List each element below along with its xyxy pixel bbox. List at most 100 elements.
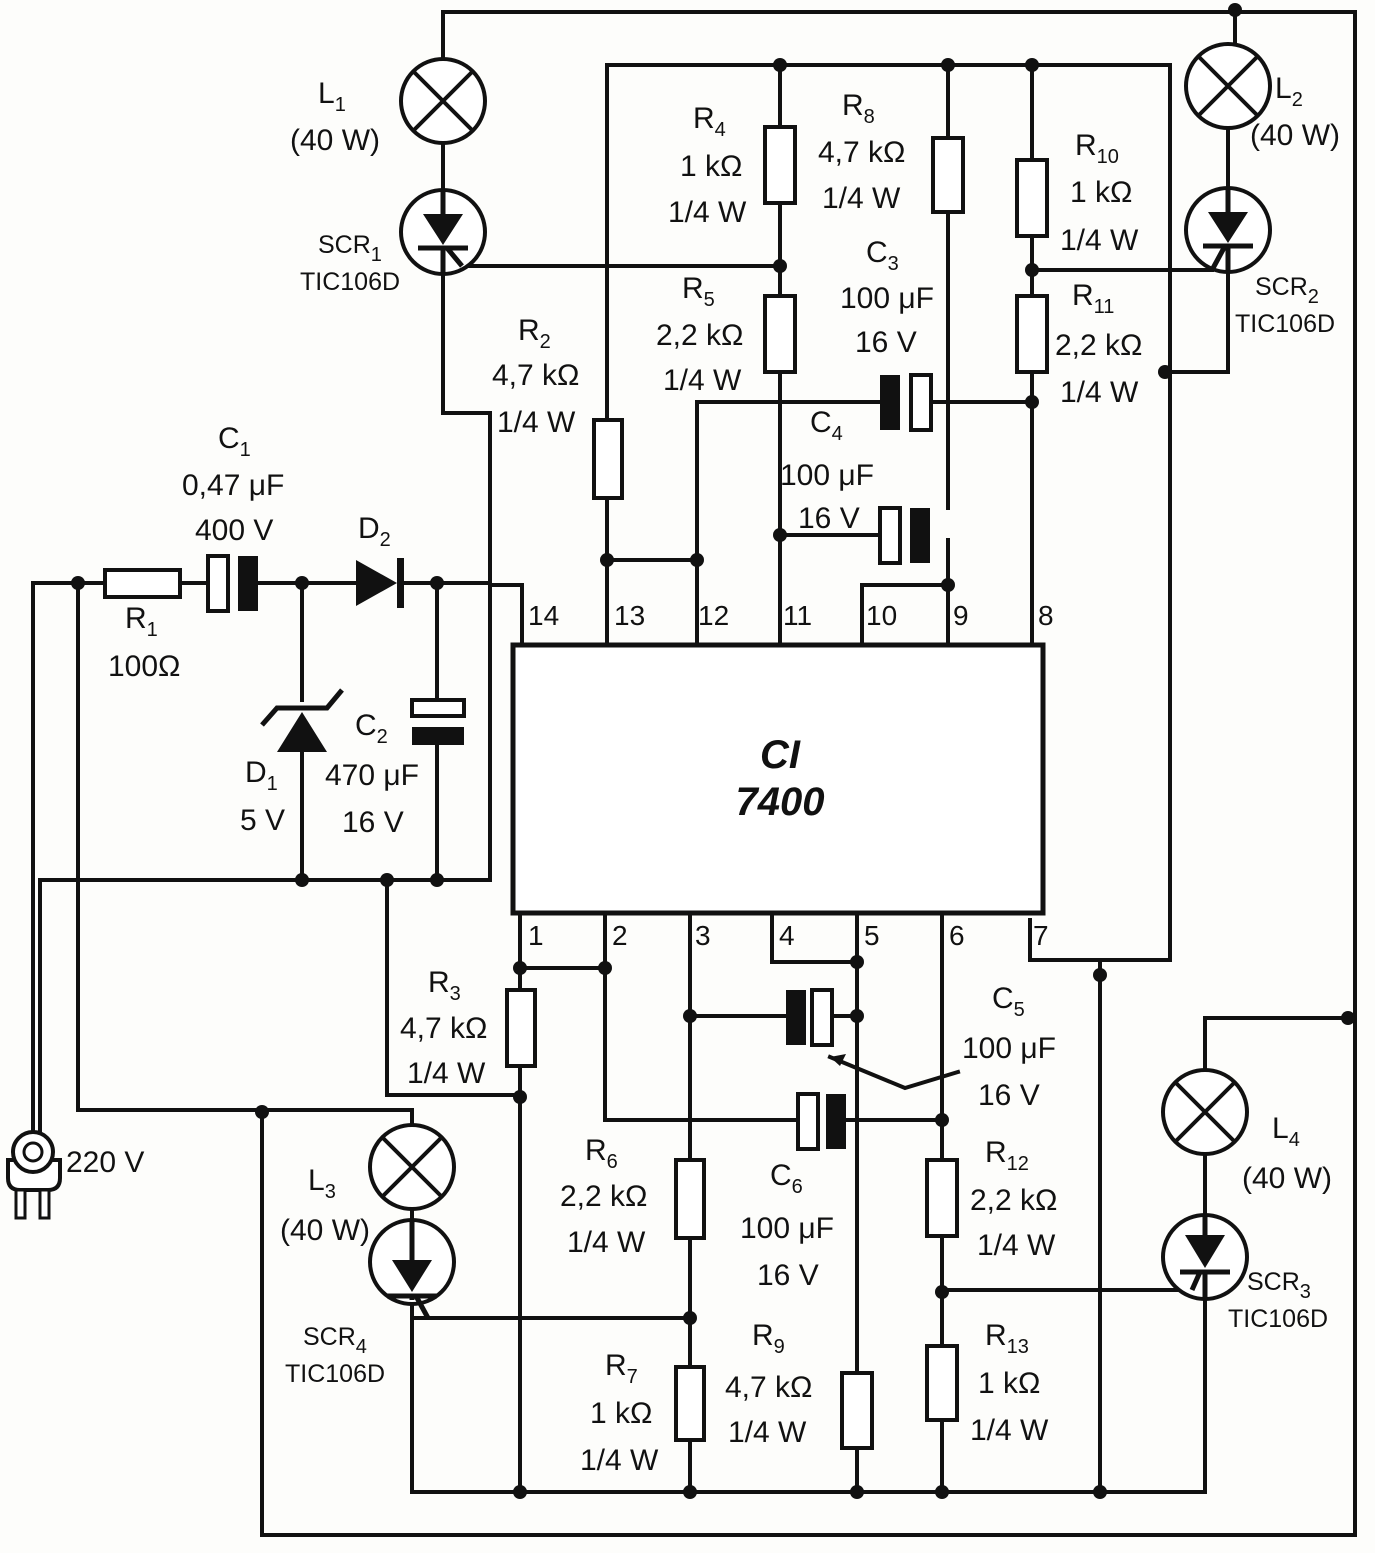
resistor-symbols bbox=[103, 125, 1049, 1450]
resistor-r12-symbol bbox=[925, 1158, 959, 1238]
diode-d2-symbol bbox=[356, 558, 404, 608]
capacitor-c1-symbol bbox=[206, 554, 258, 613]
label-c3: C3 bbox=[866, 236, 899, 275]
resistor-r4-symbol bbox=[763, 125, 797, 205]
scr2-symbol bbox=[1184, 186, 1272, 274]
label-scr2: SCR2 bbox=[1255, 273, 1319, 308]
value-c5-capacitance: 100 μF bbox=[962, 1032, 1056, 1065]
value-r9-power: 1/4 W bbox=[728, 1416, 807, 1449]
value-r10-resistance: 1 kΩ bbox=[1070, 176, 1132, 209]
value-c6-capacitance: 100 μF bbox=[740, 1212, 834, 1245]
pin-2: 2 bbox=[612, 920, 628, 951]
value-c4-voltage: 16 V bbox=[798, 502, 860, 535]
lamp-l1-symbol bbox=[399, 57, 487, 145]
value-r7-resistance: 1 kΩ bbox=[590, 1397, 652, 1430]
capacitor-c6-symbol bbox=[796, 1092, 846, 1151]
value-r6-power: 1/4 W bbox=[567, 1226, 646, 1259]
capacitor-c4-symbol bbox=[878, 506, 930, 565]
label-r5: R5 bbox=[682, 272, 715, 311]
capacitor-c5-symbol bbox=[786, 988, 834, 1047]
value-r4-power: 1/4 W bbox=[668, 196, 747, 229]
value-r11-power: 1/4 W bbox=[1060, 376, 1139, 409]
label-scr3: SCR3 bbox=[1247, 1268, 1311, 1303]
scr-symbols bbox=[368, 186, 1272, 1320]
label-r4: R4 bbox=[693, 102, 726, 141]
value-c3-voltage: 16 V bbox=[855, 326, 917, 359]
label-r11: R11 bbox=[1072, 279, 1114, 318]
resistor-r7-symbol bbox=[674, 1365, 706, 1442]
scr4-symbol bbox=[368, 1218, 456, 1320]
pin-3: 3 bbox=[695, 920, 711, 951]
pin-8: 8 bbox=[1038, 600, 1054, 631]
label-r12: R12 bbox=[985, 1136, 1029, 1175]
resistor-r10-symbol bbox=[1015, 158, 1049, 238]
value-r5-resistance: 2,2 kΩ bbox=[656, 319, 743, 352]
value-r13-power: 1/4 W bbox=[970, 1414, 1049, 1447]
capacitor-c2-symbol bbox=[410, 698, 466, 745]
resistor-r6-symbol bbox=[674, 1158, 706, 1240]
value-c1-voltage: 400 V bbox=[195, 514, 273, 547]
value-r13-resistance: 1 kΩ bbox=[978, 1367, 1040, 1400]
pin-1: 1 bbox=[528, 920, 544, 951]
value-c1-capacitance: 0,47 μF bbox=[182, 469, 284, 502]
label-l1: L1 bbox=[318, 77, 346, 116]
power-plug-icon bbox=[6, 1130, 62, 1220]
label-c1: C1 bbox=[218, 422, 251, 461]
lamp-l3-symbol bbox=[368, 1123, 456, 1211]
resistor-r5-symbol bbox=[763, 294, 797, 374]
value-r4-resistance: 1 kΩ bbox=[680, 150, 742, 183]
scr3-symbol bbox=[1161, 1213, 1249, 1301]
label-c2: C2 bbox=[355, 709, 388, 748]
value-l4: (40 W) bbox=[1242, 1162, 1332, 1195]
value-c4-capacitance: 100 μF bbox=[780, 459, 874, 492]
pin-14: 14 bbox=[528, 600, 559, 631]
label-c6: C6 bbox=[770, 1159, 803, 1198]
zener-d1-symbol bbox=[260, 688, 344, 752]
pin-4: 4 bbox=[779, 920, 795, 951]
pin-10: 10 bbox=[866, 600, 897, 631]
value-r6-resistance: 2,2 kΩ bbox=[560, 1180, 647, 1213]
value-scr1: TIC106D bbox=[300, 268, 400, 296]
label-l3: L3 bbox=[308, 1164, 336, 1203]
label-r7: R7 bbox=[605, 1349, 638, 1388]
value-r11-resistance: 2,2 kΩ bbox=[1055, 329, 1142, 362]
label-r10: R10 bbox=[1075, 129, 1119, 168]
label-d1: D1 bbox=[245, 756, 278, 795]
pin-5: 5 bbox=[864, 920, 880, 951]
diode-symbols bbox=[260, 558, 404, 752]
supply-voltage-label: 220 V bbox=[66, 1146, 144, 1179]
pin-9: 9 bbox=[953, 600, 969, 631]
pin-7: 7 bbox=[1033, 920, 1049, 951]
capacitor-c3-symbol bbox=[880, 373, 933, 432]
ic-7400: CI 7400 1 2 3 4 5 6 7 8 9 10 11 12 13 14 bbox=[510, 600, 1054, 951]
pin-13: 13 bbox=[614, 600, 645, 631]
value-scr2: TIC106D bbox=[1235, 310, 1335, 338]
value-c2-voltage: 16 V bbox=[342, 806, 404, 839]
label-c5: C5 bbox=[992, 982, 1025, 1021]
pin-6: 6 bbox=[949, 920, 965, 951]
label-l2: L2 bbox=[1275, 72, 1303, 111]
junction-dots bbox=[71, 3, 1355, 1499]
pin-11: 11 bbox=[783, 600, 812, 631]
label-l4: L4 bbox=[1272, 1112, 1300, 1151]
value-r1-resistance: 100Ω bbox=[108, 650, 180, 683]
label-d2: D2 bbox=[358, 512, 391, 551]
label-r1: R1 bbox=[125, 602, 158, 641]
value-r2-resistance: 4,7 kΩ bbox=[492, 359, 579, 392]
label-scr4: SCR4 bbox=[303, 1323, 367, 1358]
value-c5-voltage: 16 V bbox=[978, 1079, 1040, 1112]
label-r2: R2 bbox=[518, 314, 551, 353]
resistor-r3-symbol bbox=[505, 988, 537, 1068]
value-r8-resistance: 4,7 kΩ bbox=[818, 136, 905, 169]
label-c4: C4 bbox=[810, 406, 843, 445]
value-r12-resistance: 2,2 kΩ bbox=[970, 1184, 1057, 1217]
label-r3: R3 bbox=[428, 966, 461, 1005]
value-r12-power: 1/4 W bbox=[977, 1229, 1056, 1262]
value-r8-power: 1/4 W bbox=[822, 182, 901, 215]
value-c2-capacitance: 470 μF bbox=[325, 759, 419, 792]
lamp-l4-symbol bbox=[1161, 1068, 1249, 1156]
resistor-r1-symbol bbox=[103, 568, 182, 599]
label-r9: R9 bbox=[752, 1319, 785, 1358]
lamp-l2-symbol bbox=[1184, 42, 1272, 130]
value-scr4: TIC106D bbox=[285, 1360, 385, 1388]
